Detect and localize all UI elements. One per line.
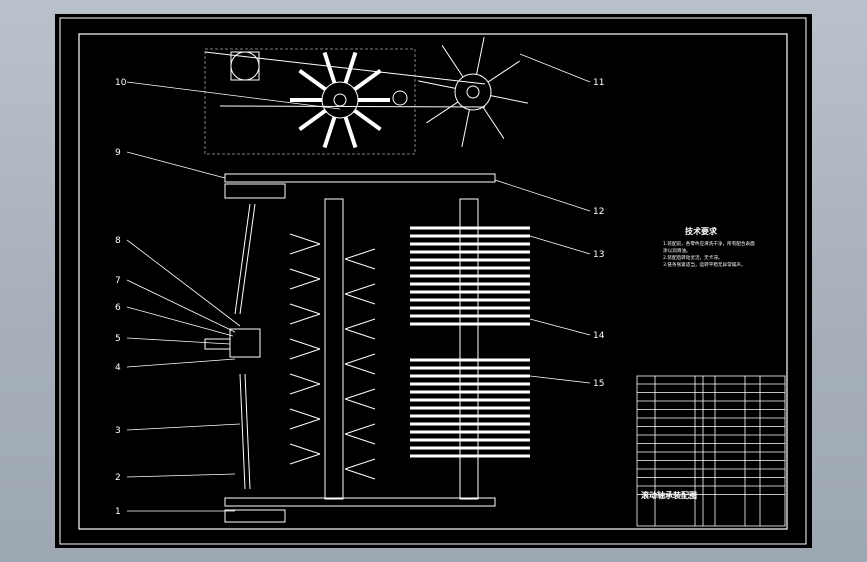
dimension-frame — [204, 48, 416, 155]
notes-line-2: 涂以润滑油。 — [663, 247, 691, 254]
motor-housing — [230, 51, 260, 81]
callout-13: 13 — [593, 250, 604, 260]
drive-shaft-upper — [234, 203, 251, 315]
tine-right-6 — [476, 37, 485, 75]
callout-14: 14 — [593, 331, 605, 341]
tine-right-2 — [461, 109, 470, 147]
rotor-hub-right — [454, 73, 492, 111]
top-view-drawing — [204, 37, 528, 155]
leader-4 — [126, 358, 236, 368]
fork-pair-265 — [289, 268, 376, 305]
sheet-frame — [59, 17, 807, 545]
leader-3 — [126, 423, 241, 431]
fork-pair-370 — [289, 373, 376, 410]
callout-8: 8 — [115, 236, 121, 246]
assembly-front-view — [204, 173, 530, 523]
leader-11 — [519, 53, 591, 83]
upper-beam — [224, 173, 496, 183]
callout-1: 1 — [115, 507, 121, 517]
tine-left-9 — [353, 68, 382, 92]
leader-10 — [126, 81, 341, 110]
rotor-hub-left — [321, 81, 359, 119]
leader-6 — [126, 306, 234, 337]
callout-10: 10 — [115, 78, 127, 88]
technical-notes: 技术要求 1.装配前，各零件应清洗干净，所有配合表面 涂以润滑油。 2.装配后转… — [663, 226, 755, 268]
tine-right-7 — [487, 60, 520, 83]
callout-15: 15 — [593, 379, 604, 389]
bom-outline — [636, 375, 786, 527]
callout-12: 12 — [593, 207, 604, 217]
gearbox — [229, 328, 261, 358]
drawing-sheet: 1 2 3 4 5 6 7 8 9 10 11 12 13 14 15 技术要求… — [59, 17, 807, 545]
leader-13 — [529, 235, 591, 255]
tine-right-3 — [426, 101, 459, 124]
callout-labels: 1 2 3 4 5 6 7 8 9 10 11 12 13 14 15 — [115, 78, 605, 517]
leader-lines — [126, 53, 591, 512]
notes-line-4: 3.链条张紧适当，运转平稳无异常噪声。 — [663, 261, 745, 268]
notes-line-1: 1.装配前，各零件应清洗干净，所有配合表面 — [663, 240, 755, 247]
idler-sprocket — [392, 90, 408, 106]
tine-right-4 — [418, 80, 456, 89]
leader-15 — [529, 375, 591, 384]
tine-left-1 — [353, 108, 382, 132]
fork-pair-405 — [289, 408, 376, 445]
fork-pair-230 — [289, 233, 376, 270]
callout-5: 5 — [115, 334, 121, 344]
callout-2: 2 — [115, 473, 121, 483]
drawing-name: 滚动轴承装配图 — [641, 490, 697, 500]
callout-9: 9 — [115, 148, 121, 158]
leader-12 — [494, 179, 591, 212]
fork-pair-335 — [289, 338, 376, 375]
bearing-seat-bottom — [224, 509, 286, 523]
chain-upper — [204, 51, 486, 85]
callout-11: 11 — [593, 78, 604, 88]
tine-right-5 — [441, 45, 464, 78]
leader-7 — [126, 279, 236, 333]
notes-line-3: 2.装配后转动灵活，无卡滞。 — [663, 254, 723, 261]
callout-4: 4 — [115, 363, 121, 373]
notes-title: 技术要求 — [685, 226, 718, 236]
fork-pair-440 — [289, 443, 376, 480]
drive-shaft-lower — [239, 373, 246, 490]
bearing-seat-top — [224, 183, 286, 199]
callout-6: 6 — [115, 303, 121, 313]
tine-left-6 — [298, 68, 327, 92]
leader-5 — [126, 337, 231, 345]
title-block: 滚动轴承装配图 — [641, 490, 697, 500]
chain-lower — [219, 105, 486, 108]
tine-left-8 — [343, 51, 358, 84]
rotor-hub-right-center — [466, 85, 480, 99]
lower-beam — [224, 497, 496, 507]
tine-left-7 — [322, 51, 337, 84]
callout-3: 3 — [115, 426, 121, 436]
tine-left-2 — [343, 116, 358, 149]
callout-7: 7 — [115, 276, 121, 286]
parts-list-table — [636, 375, 786, 527]
rotor-hub-left-center — [333, 93, 347, 107]
leader-14 — [529, 318, 591, 336]
leader-9 — [126, 151, 226, 179]
tine-right-0 — [490, 95, 528, 104]
right-shaft — [459, 198, 479, 500]
tine-right-1 — [482, 106, 505, 139]
center-shaft — [324, 198, 344, 500]
tine-left-4 — [298, 108, 327, 132]
drive-shaft-lower-2 — [244, 373, 251, 490]
tine-left-3 — [322, 116, 337, 149]
leader-8 — [126, 239, 241, 327]
drive-shaft-upper-2 — [239, 203, 256, 315]
fork-pair-300 — [289, 303, 376, 340]
leader-2 — [126, 473, 236, 478]
cad-viewport[interactable]: 1 2 3 4 5 6 7 8 9 10 11 12 13 14 15 技术要求… — [55, 14, 812, 548]
